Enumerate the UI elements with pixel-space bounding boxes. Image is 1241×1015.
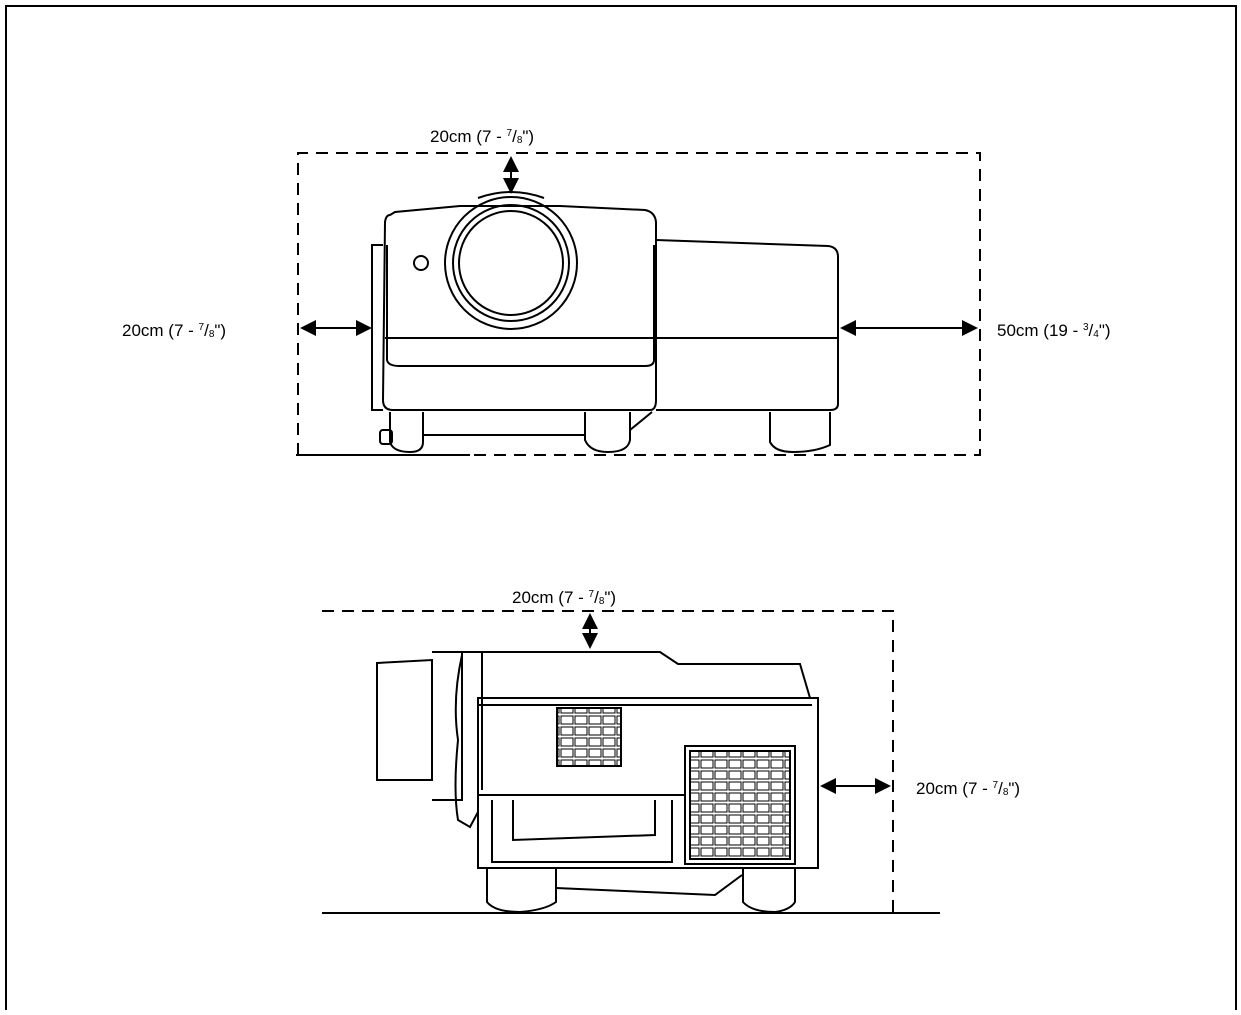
front-left-clearance-label: 20cm (7 - 7/8") [122, 321, 227, 340]
side-top-clearance-label: 20cm (7 - 7/8") [512, 588, 617, 607]
front-clearance-boundary [296, 152, 981, 456]
side-projector [376, 651, 819, 914]
front-projector [371, 191, 839, 454]
front-view [296, 152, 981, 456]
side-view [322, 610, 940, 914]
front-top-clearance-label: 20cm (7 - 7/8") [430, 127, 535, 146]
front-right-clearance-label: 50cm (19 - 3/4") [997, 321, 1111, 340]
side-clearance-boundary [322, 610, 894, 913]
side-right-clearance-label: 20cm (7 - 7/8") [916, 779, 1021, 798]
page-frame [5, 5, 1237, 1010]
